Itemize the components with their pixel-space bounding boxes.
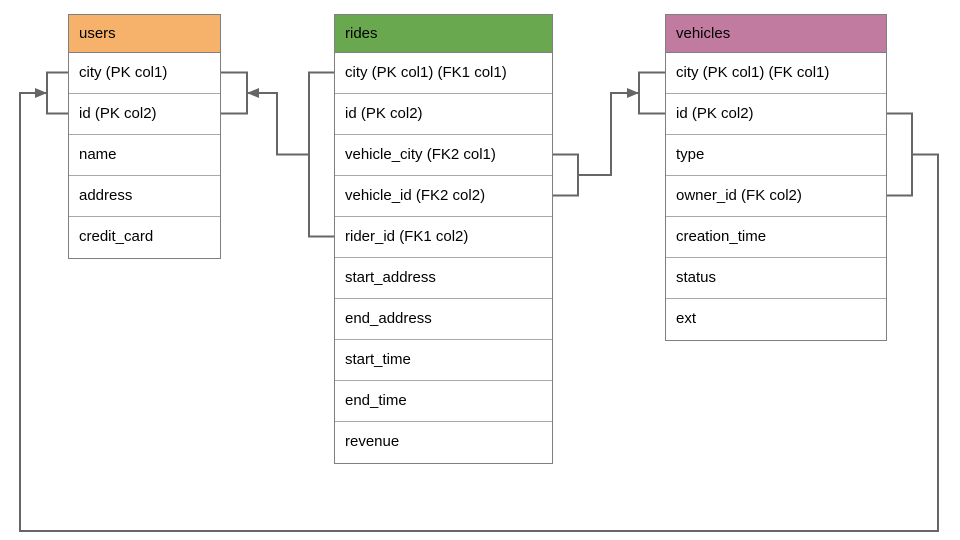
table-row-vehicles[interactable]: type: [666, 135, 886, 176]
table-row-rides[interactable]: rider_id (FK1 col2): [335, 217, 552, 258]
table-rides-header: rides: [335, 15, 552, 53]
table-row-rides[interactable]: vehicle_city (FK2 col1): [335, 135, 552, 176]
table-row-vehicles[interactable]: id (PK col2): [666, 94, 886, 135]
table-vehicles-header: vehicles: [666, 15, 886, 53]
table-vehicles[interactable]: vehicles city (PK col1) (FK col1)id (PK …: [665, 14, 887, 341]
table-row-rides[interactable]: start_time: [335, 340, 552, 381]
users-right-pk-bracket[interactable]: [219, 71, 248, 115]
table-row-users[interactable]: id (PK col2): [69, 94, 220, 135]
vehicles-left-pk-bracket[interactable]: [638, 71, 667, 115]
table-row-rides[interactable]: vehicle_id (FK2 col2): [335, 176, 552, 217]
table-row-rides[interactable]: start_address: [335, 258, 552, 299]
rides-to-users-connector[interactable]: [247, 88, 309, 156]
table-row-rides[interactable]: revenue: [335, 422, 552, 463]
table-users-header: users: [69, 15, 220, 53]
table-row-users[interactable]: name: [69, 135, 220, 176]
table-row-rides[interactable]: city (PK col1) (FK1 col1): [335, 53, 552, 94]
table-rides[interactable]: rides city (PK col1) (FK1 col1)id (PK co…: [334, 14, 553, 464]
table-row-vehicles[interactable]: ext: [666, 299, 886, 340]
rides-fk1-bracket[interactable]: [308, 71, 336, 238]
rides-to-vehicles-connector[interactable]: [578, 88, 639, 176]
table-row-rides[interactable]: end_address: [335, 299, 552, 340]
table-row-vehicles[interactable]: creation_time: [666, 217, 886, 258]
table-row-vehicles[interactable]: city (PK col1) (FK col1): [666, 53, 886, 94]
table-row-rides[interactable]: end_time: [335, 381, 552, 422]
vehicles-fk-bracket[interactable]: [885, 112, 913, 197]
table-row-rides[interactable]: id (PK col2): [335, 94, 552, 135]
vehicles-to-users-connector[interactable]: [19, 88, 939, 532]
users-left-pk-bracket[interactable]: [46, 71, 70, 115]
table-row-users[interactable]: credit_card: [69, 217, 220, 258]
table-row-vehicles[interactable]: owner_id (FK col2): [666, 176, 886, 217]
rides-fk2-bracket[interactable]: [550, 153, 579, 197]
table-vehicles-rows: city (PK col1) (FK col1)id (PK col2)type…: [666, 53, 886, 340]
table-row-users[interactable]: city (PK col1): [69, 53, 220, 94]
table-row-users[interactable]: address: [69, 176, 220, 217]
table-rides-rows: city (PK col1) (FK1 col1)id (PK col2)veh…: [335, 53, 552, 463]
table-row-vehicles[interactable]: status: [666, 258, 886, 299]
